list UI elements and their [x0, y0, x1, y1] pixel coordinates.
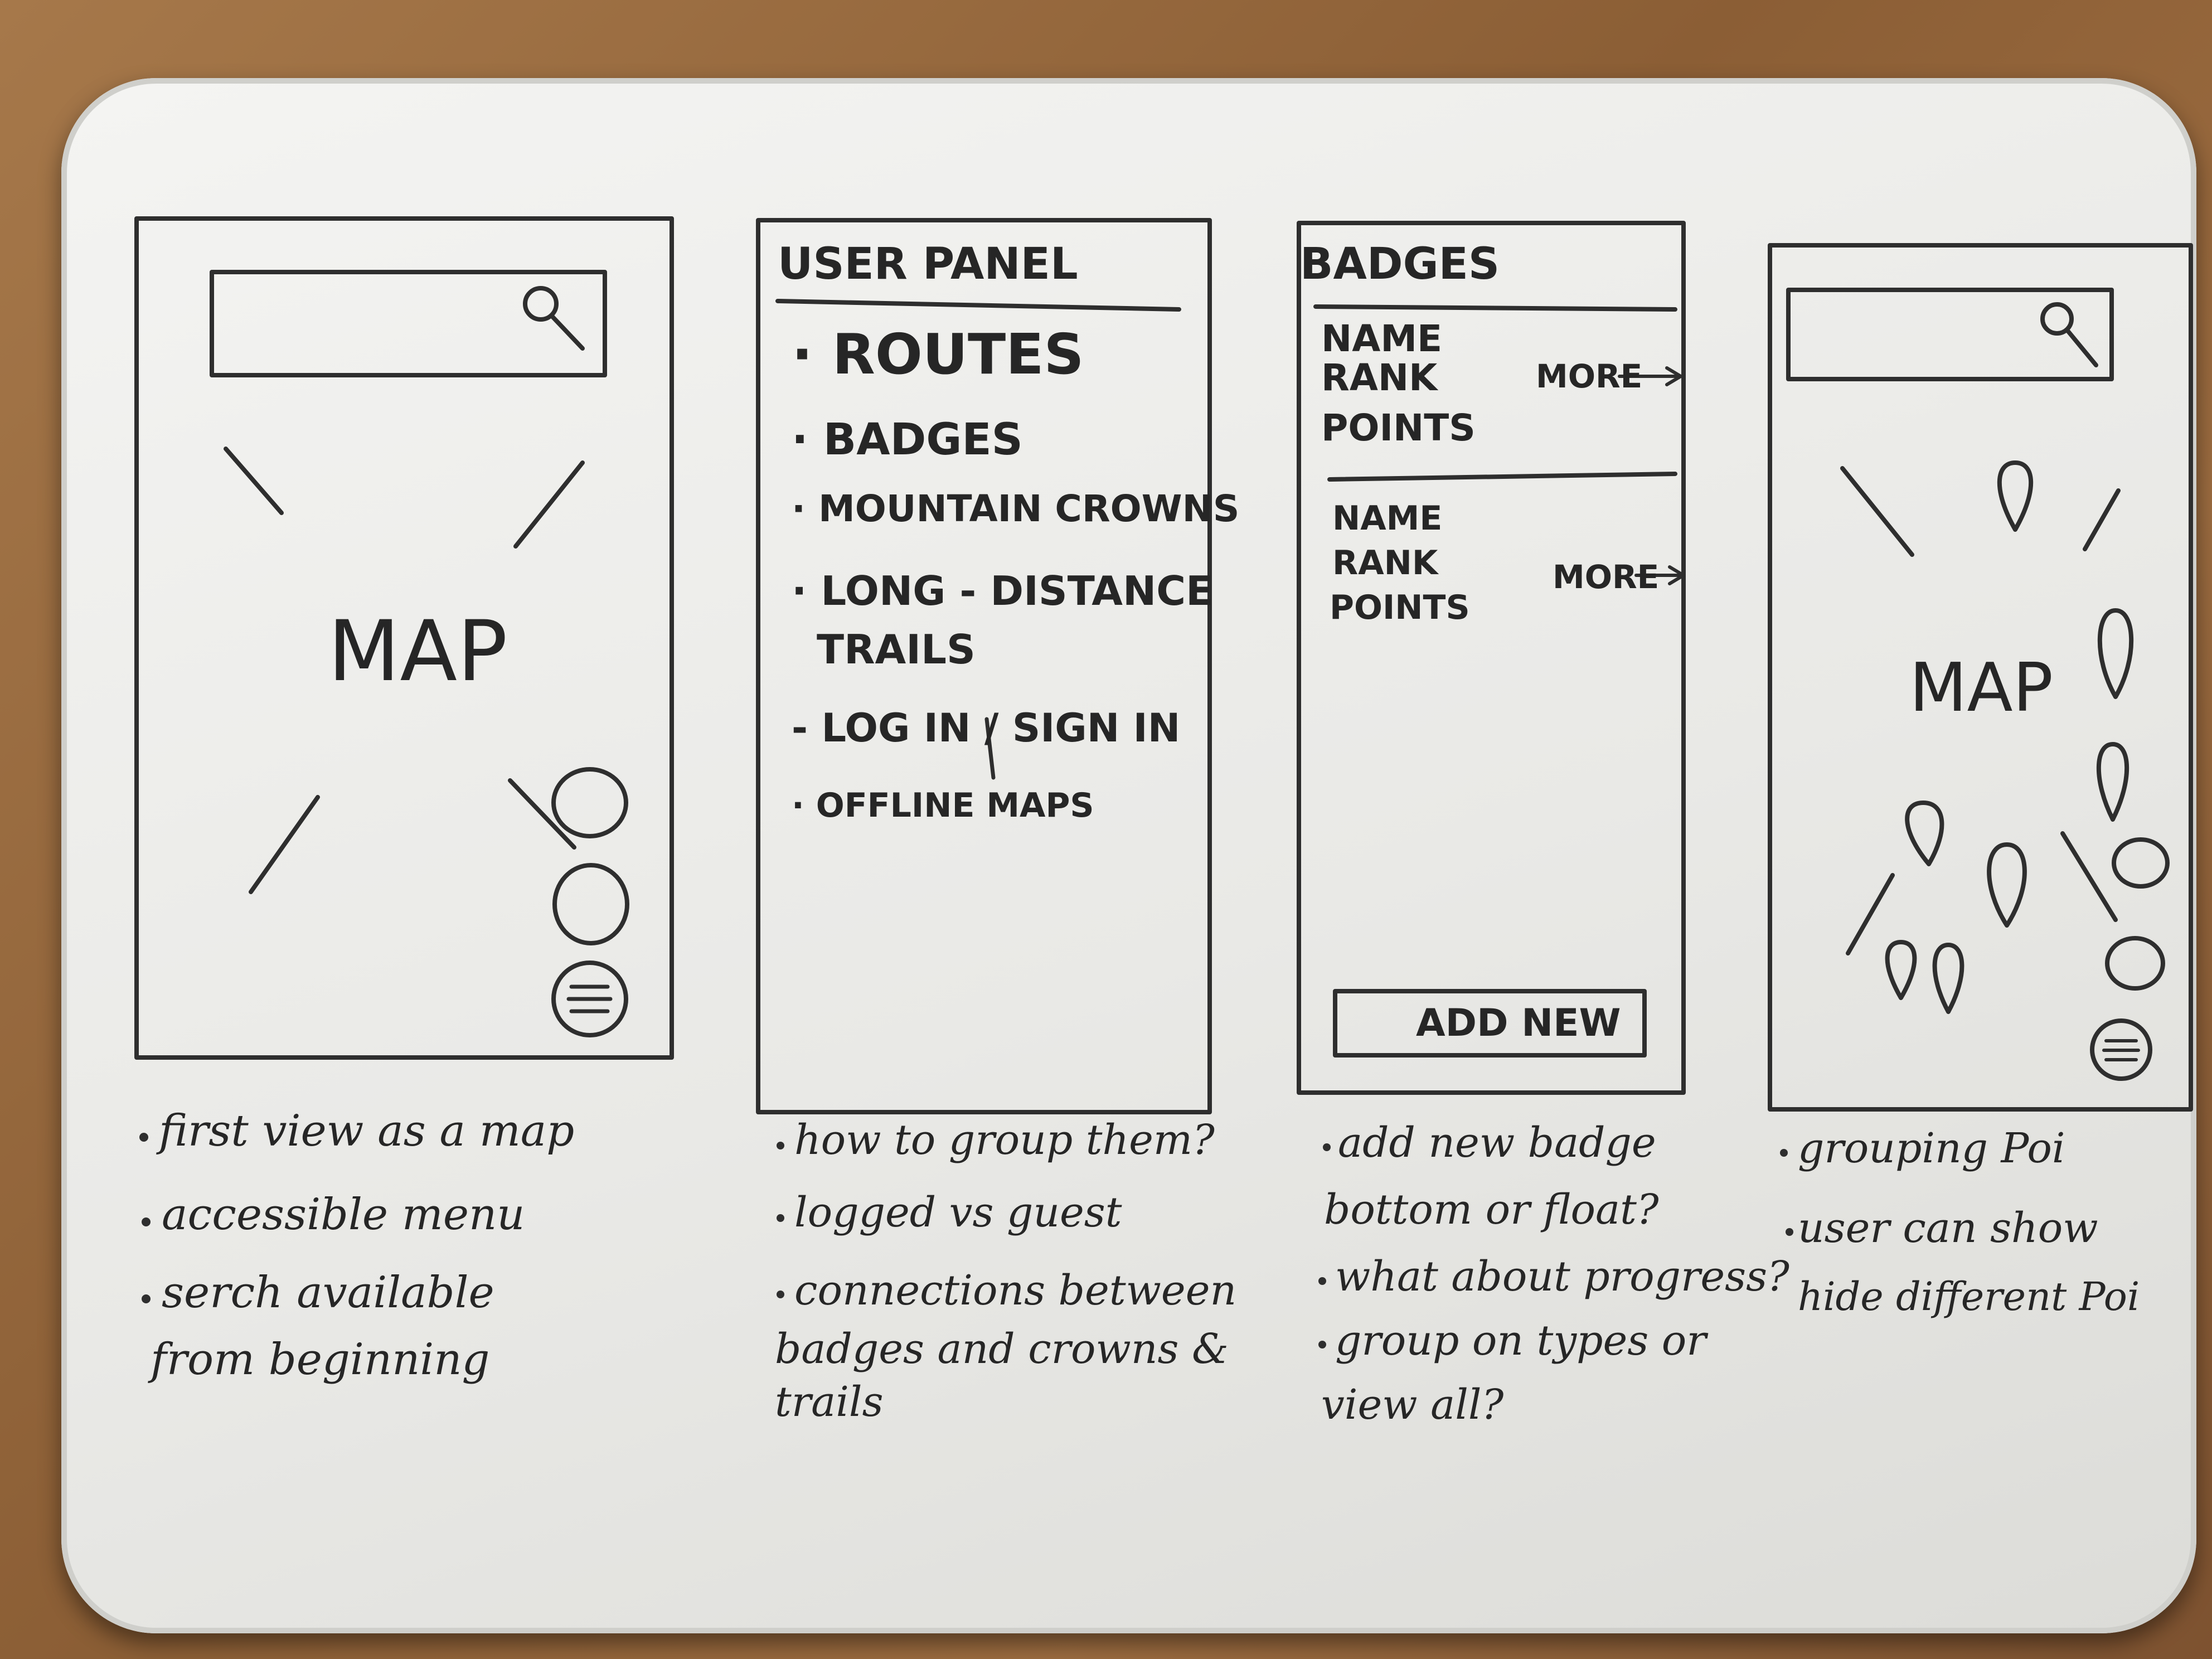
search-icon[interactable] — [2040, 302, 2098, 367]
round-button-icon[interactable] — [2112, 837, 2170, 889]
menu-item[interactable]: · MOUNTAIN CROWNS — [792, 487, 1239, 530]
note: first view as a map — [156, 1106, 574, 1156]
map-pin-icons — [1885, 460, 2134, 1014]
note: from beginning — [148, 1335, 489, 1385]
note: grouping Poi — [1798, 1124, 2065, 1172]
title-divider — [1313, 304, 1677, 312]
phone-frame — [756, 218, 1212, 1114]
note: hide different Poi — [1798, 1274, 2140, 1320]
note: accessible menu — [162, 1190, 525, 1240]
badge-name: NAME — [1332, 499, 1442, 538]
badge-rank: RANK — [1332, 544, 1439, 583]
note: how to group them? — [794, 1116, 1215, 1164]
map-placeholder-lines — [1840, 466, 2121, 955]
menu-icon[interactable] — [551, 961, 628, 1037]
badge-points: POINTS — [1330, 588, 1470, 627]
arrow-right-icon — [1634, 565, 1685, 585]
panel-title: BADGES — [1300, 239, 1500, 289]
round-button-icon[interactable] — [2105, 936, 2165, 991]
slash-mark — [984, 717, 996, 780]
more-link[interactable]: MORE — [1553, 558, 1659, 596]
screen-map-poi — [1768, 243, 2193, 1112]
badge-name: NAME — [1321, 317, 1442, 360]
menu-item[interactable]: · ROUTES — [792, 322, 1084, 387]
phone-frame — [1768, 243, 2193, 1112]
search-icon[interactable] — [523, 286, 585, 351]
panel-title: USER PANEL — [778, 239, 1078, 289]
map-label: MAP — [328, 603, 508, 700]
phone-frame — [134, 216, 674, 1060]
note: group on types or — [1335, 1317, 1709, 1365]
note: add new badge — [1338, 1119, 1656, 1167]
note: what about progress? — [1335, 1253, 1790, 1301]
map-label: MAP — [1909, 649, 2053, 727]
map-pin-icon[interactable] — [1885, 940, 1917, 1000]
menu-item-continued[interactable]: TRAILS — [817, 626, 976, 673]
menu-icon[interactable] — [2090, 1018, 2152, 1081]
search-bar[interactable] — [210, 270, 607, 377]
screen-map-view — [134, 216, 674, 1060]
note: user can show — [1798, 1204, 2098, 1252]
map-pin-icon[interactable] — [1987, 842, 2027, 928]
map-pin-icon[interactable] — [1997, 460, 2034, 532]
phone-frame — [1297, 221, 1686, 1095]
note: view all? — [1321, 1381, 1505, 1429]
add-new-button[interactable] — [1333, 989, 1647, 1058]
note: trails — [775, 1378, 884, 1426]
badge-rank: RANK — [1321, 356, 1439, 399]
map-placeholder-lines — [224, 447, 585, 894]
search-bar[interactable] — [1786, 288, 2114, 381]
entry-divider — [1327, 472, 1677, 482]
menu-item[interactable]: · LONG - DISTANCE — [792, 567, 1213, 614]
map-pin-icon[interactable] — [2097, 608, 2134, 699]
map-pin-icon[interactable] — [1932, 943, 1964, 1014]
note: bottom or float? — [1324, 1186, 1660, 1234]
round-button-icon[interactable] — [552, 863, 629, 945]
title-divider — [775, 299, 1181, 312]
map-pin-icon[interactable] — [1905, 801, 1944, 866]
badge-points: POINTS — [1321, 406, 1476, 449]
round-button-icon[interactable] — [551, 767, 628, 838]
menu-item[interactable]: · OFFLINE MAPS — [792, 786, 1094, 825]
screen-badges — [1297, 221, 1686, 1095]
note: connections between — [794, 1267, 1236, 1314]
arrow-right-icon — [1618, 366, 1682, 386]
note: badges and crowns & — [775, 1325, 1229, 1373]
add-new-label[interactable]: ADD NEW — [1416, 1001, 1621, 1045]
whiteboard — [61, 78, 2196, 1633]
note: serch available — [162, 1268, 494, 1318]
more-link[interactable]: MORE — [1536, 357, 1642, 395]
menu-item[interactable]: - LOG IN / SIGN IN — [792, 705, 1180, 751]
screen-user-panel — [756, 218, 1212, 1114]
note: logged vs guest — [794, 1189, 1122, 1236]
map-pin-icon[interactable] — [2096, 742, 2129, 822]
note-bullets — [139, 1133, 1793, 1348]
menu-item[interactable]: · BADGES — [792, 415, 1023, 465]
